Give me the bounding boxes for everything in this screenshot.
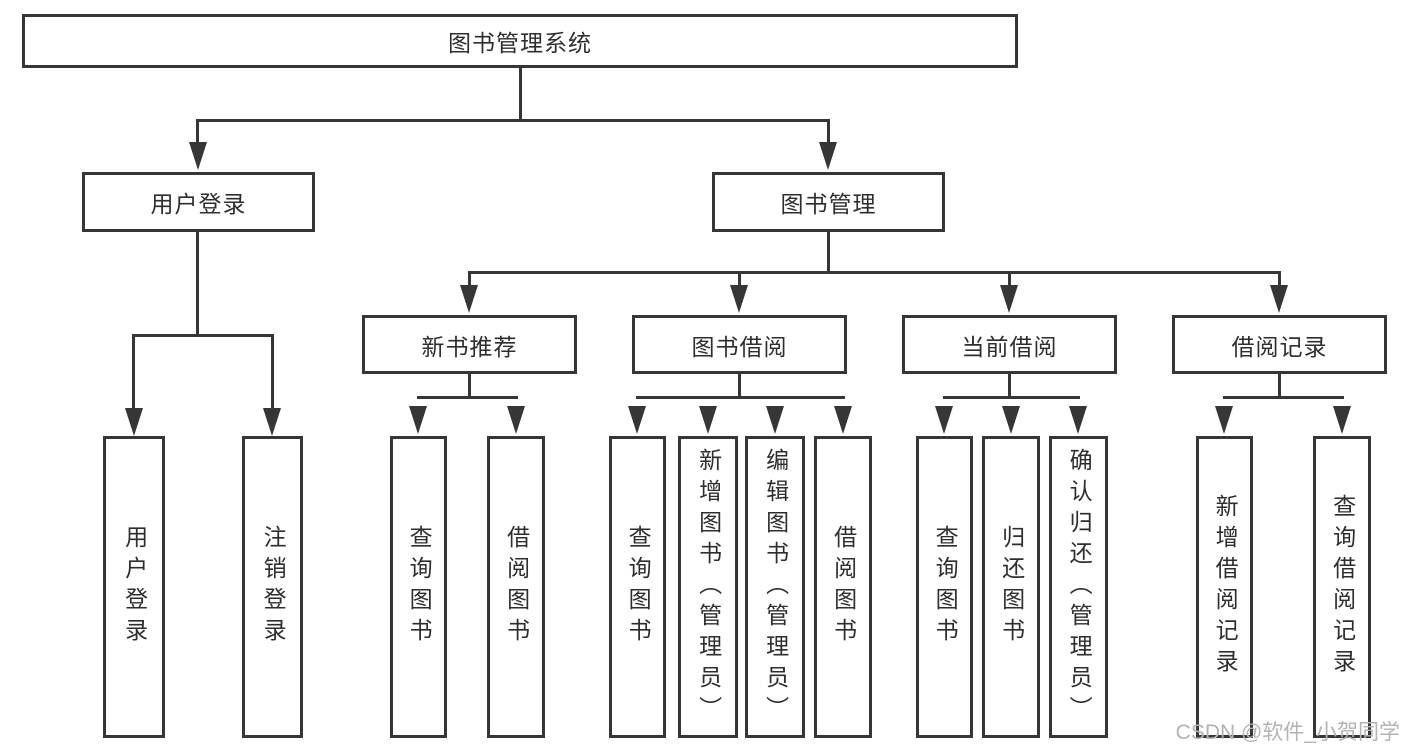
node-borrowing-records-label: 借阅记录 [1231,333,1328,360]
leaf-label: 注销登录 [260,525,287,649]
node-root-label: 图书管理系统 [448,30,592,56]
leaf-label: 新增借阅记录 [1212,494,1239,680]
arrowhead-down-icon [125,408,143,436]
connector-group-rail [943,396,1080,399]
leaf-label: 查询图书 [932,525,959,649]
arrowhead-down-icon [1069,406,1087,434]
connector-drop-group [468,271,471,289]
connector-group-rail [1223,396,1344,399]
connector-drop-group [1008,271,1011,289]
leaf-borrow-books: 借阅图书 [814,436,872,738]
leaf-query-books: 查询图书 [916,436,973,738]
arrowhead-down-icon [766,406,784,434]
leaf-label: 新增图书（管理员） [695,447,722,727]
arrowhead-down-icon [699,406,717,434]
leaf-borrow-books: 借阅图书 [487,436,545,738]
leaf-label: 编辑图书（管理员） [762,447,789,727]
node-current-borrowing-label: 当前借阅 [961,333,1058,360]
leaf-label: 查询借阅记录 [1329,494,1356,680]
node-new-book-recommend-label: 新书推荐 [421,333,518,360]
arrowhead-down-icon [819,142,837,170]
connector-drop-group [738,271,741,289]
leaf-label: 借阅图书 [503,525,530,649]
connector-root-rail [196,119,830,122]
connector-drop-leaf [271,334,274,412]
node-book-borrowing: 图书借阅 [632,315,847,374]
leaf-query-books: 查询图书 [609,436,666,738]
node-book-borrowing-label: 图书借阅 [691,333,788,360]
arrowhead-down-icon [628,406,646,434]
node-user-login-label: 用户登录 [150,191,247,217]
arrowhead-down-icon [189,142,207,170]
leaf-add-books-admin: 新增图书（管理员） [678,436,738,738]
connector-group-rail [636,396,845,399]
leaf-label: 查询图书 [625,525,652,649]
arrowhead-down-icon [1215,406,1233,434]
arrowhead-down-icon [1270,285,1288,313]
arrowhead-down-icon [409,406,427,434]
arrowhead-down-icon [1002,406,1020,434]
arrowhead-down-icon [730,285,748,313]
leaf-logout: 注销登录 [242,436,303,738]
leaf-confirm-return-admin: 确认归还（管理员） [1049,436,1108,738]
leaf-edit-books-admin: 编辑图书（管理员） [745,436,805,738]
arrowhead-down-icon [460,285,478,313]
leaf-return-books: 归还图书 [982,436,1040,738]
arrowhead-down-icon [935,406,953,434]
arrowhead-down-icon [834,406,852,434]
node-book-management-label: 图书管理 [780,191,877,217]
connector-group-rail [417,396,518,399]
node-new-book-recommend: 新书推荐 [362,315,577,374]
connector-group-stem [1278,374,1281,399]
leaf-user-login: 用户登录 [103,436,165,738]
leaf-query-borrow-record: 查询借阅记录 [1313,436,1371,738]
node-root: 图书管理系统 [22,14,1018,68]
connector-book-mgmt-rail [468,271,1281,274]
connector-root-stem [519,67,522,121]
connector-group-stem [1008,374,1011,399]
connector-drop-user-login [196,119,199,145]
connector-user-login-rail [132,334,274,337]
connector-user-login-stem [196,232,199,337]
node-current-borrowing: 当前借阅 [902,315,1117,374]
arrowhead-down-icon [507,406,525,434]
leaf-label: 用户登录 [121,525,148,649]
connector-group-stem [468,374,471,399]
connector-drop-book-mgmt [827,119,830,145]
leaf-label: 查询图书 [406,525,433,649]
connector-group-stem [738,374,741,399]
leaf-label: 借阅图书 [830,525,857,649]
connector-drop-leaf [132,334,135,412]
leaf-label: 确认归还（管理员） [1066,447,1093,727]
arrowhead-down-icon [263,408,281,436]
leaf-add-borrow-record: 新增借阅记录 [1196,436,1253,738]
node-borrowing-records: 借阅记录 [1172,315,1387,374]
leaf-query-books: 查询图书 [390,436,447,738]
connector-book-mgmt-stem [827,232,830,274]
arrowhead-down-icon [1000,285,1018,313]
node-user-login: 用户登录 [82,172,315,232]
connector-drop-group [1278,271,1281,289]
arrowhead-down-icon [1333,406,1351,434]
watermark: CSDN @软件_小贺同学 [1175,721,1400,744]
node-book-management: 图书管理 [712,172,945,232]
leaf-label: 归还图书 [998,525,1025,649]
